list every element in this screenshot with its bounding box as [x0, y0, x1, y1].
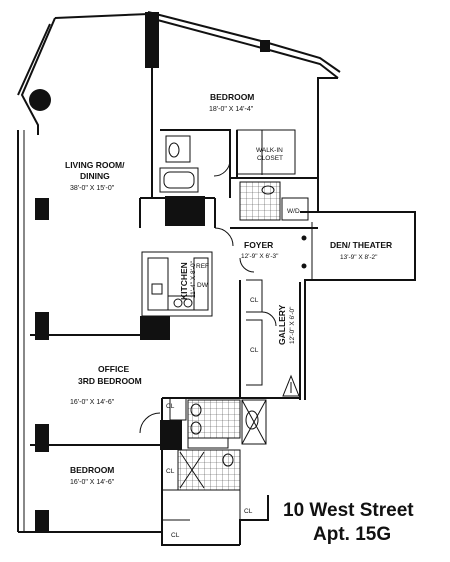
column-icon — [29, 89, 51, 111]
apartment-number: Apt. 15G — [313, 524, 391, 545]
living-room-name-1: LIVING ROOM/ — [65, 160, 125, 170]
refrigerator-label: REF — [196, 263, 209, 270]
room-labels: LIVING ROOM/ DINING 38'-0" X 15'-0" BEDR… — [65, 92, 392, 539]
kitchen-dims: 11'-4" X 8'-0" — [190, 260, 197, 298]
living-room-name-2: DINING — [80, 171, 110, 181]
dishwasher-label: DW — [197, 282, 209, 289]
listing-title: 10 West Street Apt. 15G — [283, 500, 414, 545]
bedroom-bottom-name: BEDROOM — [70, 465, 114, 475]
closet-label: CL — [250, 297, 259, 304]
closet-label: CL — [244, 508, 253, 515]
bedroom-top-name: BEDROOM — [210, 92, 254, 102]
bedroom-bottom-dims: 16'-0" X 14'-6" — [70, 479, 115, 486]
kitchen-name: KITCHEN — [179, 262, 189, 300]
office-dims: 16'-0" X 14'-6" — [70, 399, 115, 406]
den-name: DEN/ THEATER — [330, 240, 392, 250]
closet-label: CL — [166, 468, 175, 475]
living-room-dims: 38'-0" X 15'-0" — [70, 185, 115, 192]
closet-label: CL — [166, 403, 175, 410]
office-name-2: 3RD BEDROOM — [78, 376, 142, 386]
north-arrow-icon — [282, 374, 300, 397]
foyer-name: FOYER — [244, 240, 273, 250]
bedroom-top-dims: 18'-0" X 14'-4" — [209, 106, 254, 113]
exterior-walls — [17, 11, 416, 546]
washer-dryer-label: W/D — [287, 208, 300, 215]
gallery-name: GALLERY — [277, 304, 287, 345]
walk-in-closet-name-2: CLOSET — [257, 155, 283, 162]
den-dims: 13'-9" X 8'-2" — [340, 254, 378, 261]
closet-label: CL — [250, 347, 259, 354]
interior-walls — [30, 64, 318, 532]
building-address: 10 West Street — [283, 500, 414, 521]
closet-label: CL — [171, 532, 180, 539]
foyer-dims: 12'-9" X 6'-3" — [241, 253, 279, 260]
walk-in-closet-name-1: WALK-IN — [256, 147, 283, 154]
office-name-1: OFFICE — [98, 364, 129, 374]
columns — [29, 12, 270, 532]
gallery-dims: 12'-0" X 6'-0" — [289, 306, 296, 344]
